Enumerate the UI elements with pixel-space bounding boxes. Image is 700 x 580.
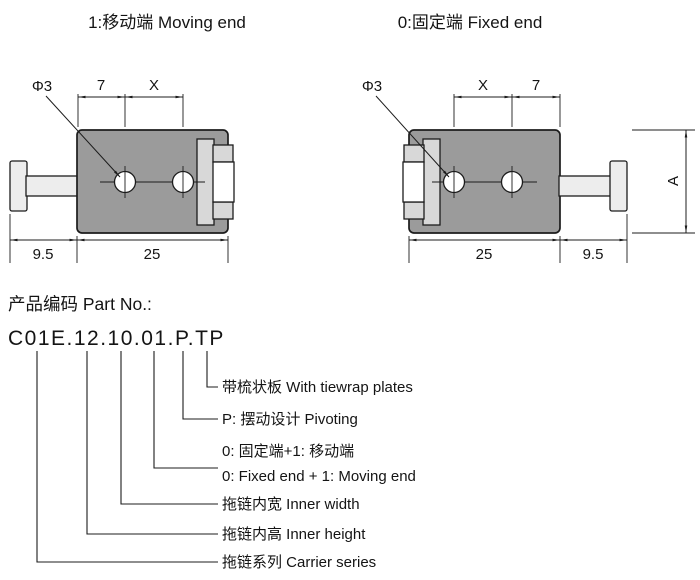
fixed-end-view: 0:固定端 Fixed end X 7 Φ3 xyxy=(362,13,695,263)
fixed-end-part xyxy=(402,129,628,234)
dim-height: A xyxy=(665,176,682,186)
dim-hole-diameter: Φ3 xyxy=(362,78,382,95)
dim-body-length: 25 xyxy=(144,246,161,263)
strain-relief-endcap xyxy=(9,160,28,212)
moving-end-view: 1:移动端 Moving end 7 X Φ3 xyxy=(9,13,246,263)
legend-inner-width: 拖链内宽 Inner width xyxy=(222,496,360,513)
legend-connector-lines xyxy=(36,351,218,563)
link-prong-bottom xyxy=(212,201,234,220)
dim-plug-length: 9.5 xyxy=(33,246,54,263)
strain-relief-endcap xyxy=(609,160,628,212)
dim-edge-to-hole: 7 xyxy=(532,77,540,94)
moving-end-title: 1:移动端 Moving end xyxy=(88,13,246,32)
dim-hole-spacing: X xyxy=(149,77,159,94)
legend-carrier-series: 拖链系列 Carrier series xyxy=(222,554,376,571)
link-notch xyxy=(212,161,235,203)
link-prong-top xyxy=(403,144,425,163)
legend-tiewrap: 带梳状板 With tiewrap plates xyxy=(222,378,413,396)
legend-end-config-cn: 0: 固定端+1: 移动端 xyxy=(222,443,354,460)
moving-end-dimensions: 7 X Φ3 9.5 25 xyxy=(9,77,229,263)
dim-hole-diameter: Φ3 xyxy=(32,78,52,95)
strain-relief-stem xyxy=(558,175,612,197)
hole-leader-line xyxy=(45,95,121,178)
hole-leader-line xyxy=(375,95,450,178)
link-prong-bottom xyxy=(403,201,425,220)
link-notch xyxy=(402,161,425,203)
dim-plug-length: 9.5 xyxy=(583,246,604,263)
part-number-section: 产品编码 Part No.: C01E.12.10.01.P.TP 带梳状板 W… xyxy=(8,294,416,571)
legend-pivoting: P: 摆动设计 Pivoting xyxy=(222,411,358,428)
moving-end-part xyxy=(9,129,235,234)
fixed-end-dimensions: X 7 Φ3 25 9.5 A xyxy=(362,77,695,263)
dim-hole-spacing: X xyxy=(478,77,488,94)
legend-inner-height: 拖链内高 Inner height xyxy=(222,526,366,543)
fixed-end-title: 0:固定端 Fixed end xyxy=(398,13,543,32)
legend-end-config-en: 0: Fixed end + 1: Moving end xyxy=(222,468,416,485)
strain-relief-stem xyxy=(25,175,79,197)
link-prong-top xyxy=(212,144,234,163)
part-no-code: C01E.12.10.01.P.TP xyxy=(8,327,225,350)
dim-body-length: 25 xyxy=(476,246,493,263)
part-no-heading: 产品编码 Part No.: xyxy=(8,294,152,314)
dim-edge-to-hole: 7 xyxy=(97,77,105,94)
